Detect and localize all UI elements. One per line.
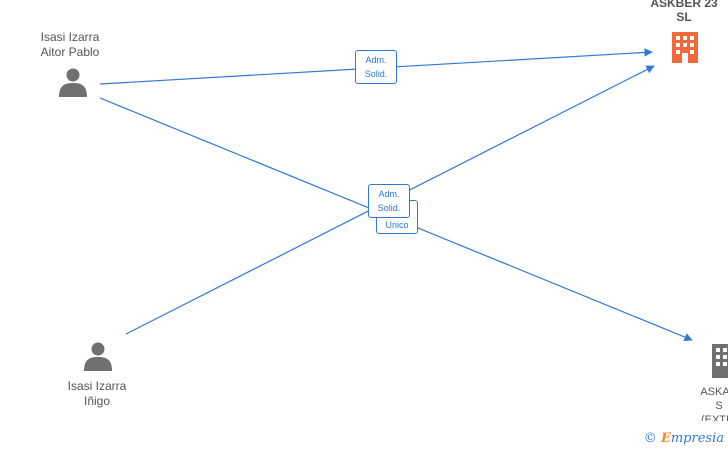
company-name-line2: SL <box>676 10 692 24</box>
person-label-inigo[interactable]: Isasi Izarra Iñigo <box>37 379 157 409</box>
brand-name: mpresia <box>670 431 724 446</box>
relation-box-aitor-askar[interactable]: Adm. Solid. <box>368 184 410 218</box>
building-icon[interactable] <box>712 344 728 378</box>
person-name-line2: Aitor Pablo <box>40 45 100 59</box>
person-name-line2: Iñigo <box>83 394 111 408</box>
person-icon[interactable] <box>59 68 87 98</box>
company-name-line2: S <box>715 400 723 412</box>
person-icon[interactable] <box>84 342 112 372</box>
brand-initial: E <box>660 431 671 446</box>
relation-box-aitor-askber[interactable]: Adm. Solid. <box>355 50 397 84</box>
relation-label-line1: Adm. <box>365 55 387 65</box>
person-name-line1: Isasi Izarra <box>67 379 127 393</box>
building-icon[interactable] <box>672 32 698 63</box>
relation-label: Unico <box>385 220 409 230</box>
company-name-line3: (EXTIN <box>700 414 728 421</box>
relation-label-line2: Solid. <box>364 69 388 79</box>
relation-label-line2: Solid. <box>377 203 401 213</box>
company-label-askber[interactable]: ASKBER 23 SL <box>624 0 728 24</box>
relation-label-line1: Adm. <box>378 189 400 199</box>
empresia-logo[interactable]: © Empresia <box>644 431 724 446</box>
company-label-askar[interactable]: ASKAR S (EXTIN <box>684 385 728 421</box>
company-name-line1: ASKAR <box>700 386 728 398</box>
person-label-aitor[interactable]: Isasi Izarra Aitor Pablo <box>10 30 130 60</box>
copyright-symbol: © <box>643 431 657 446</box>
company-name-line1: ASKBER 23 <box>650 0 718 10</box>
person-name-line1: Isasi Izarra <box>40 30 100 44</box>
